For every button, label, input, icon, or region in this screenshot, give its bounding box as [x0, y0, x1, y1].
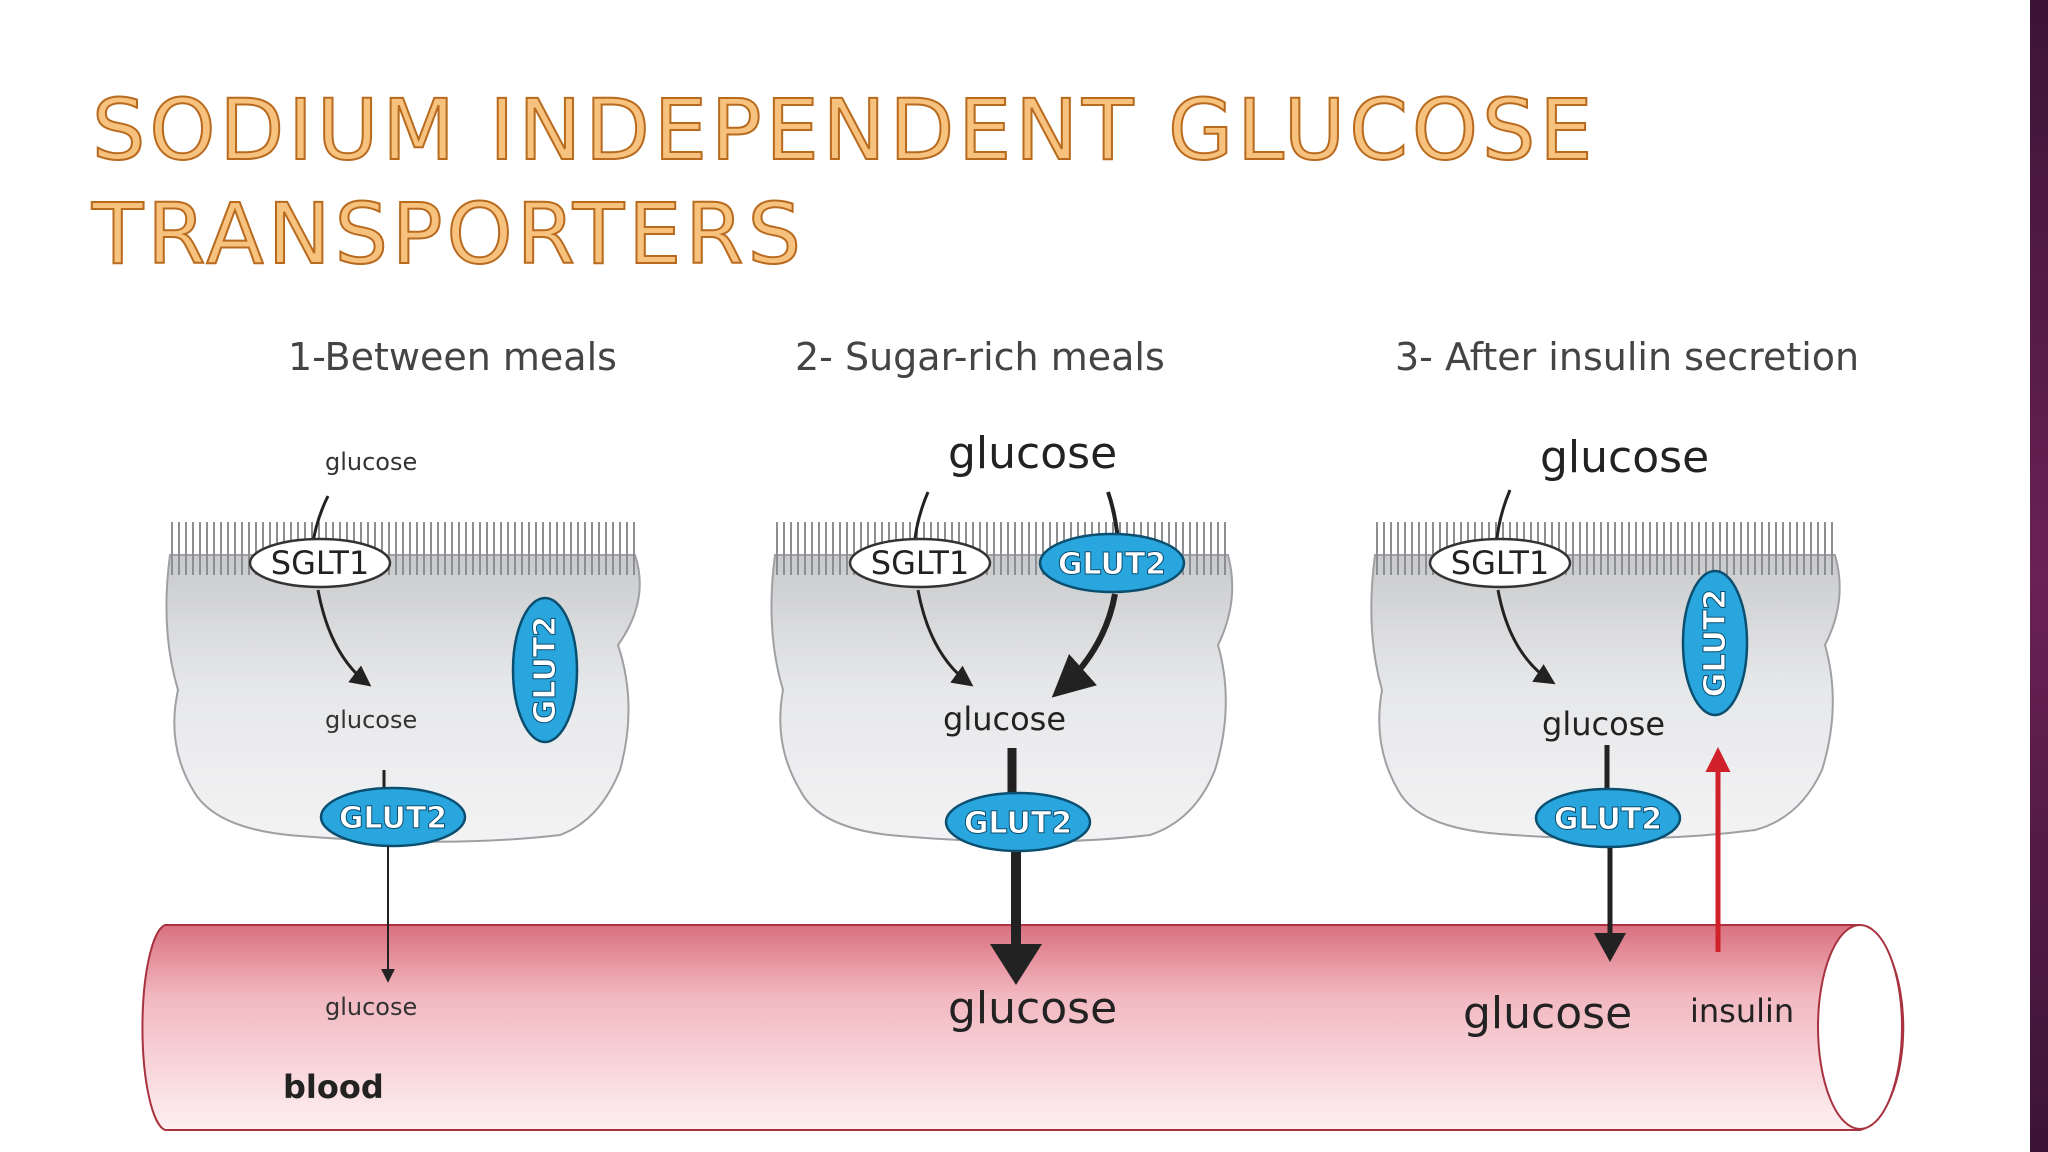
panel-2-glut2-basal-label: GLUT2 — [964, 806, 1072, 841]
panel-3-cell-glucose: glucose — [1542, 705, 1665, 743]
title-line-1: SODIUM INDEPENDENT GLUCOSE — [91, 80, 1597, 180]
panel-1-glut2-lateral: GLUT2 — [511, 596, 579, 744]
panel-2-cell-glucose: glucose — [943, 700, 1066, 738]
panel-1-blood-glucose: glucose — [325, 993, 417, 1021]
panel-3-exit-arrowhead — [1594, 933, 1626, 962]
decorative-edge-bar — [2030, 0, 2048, 1152]
blood-label: blood — [283, 1068, 384, 1106]
panel-1-lumen-glucose: glucose — [325, 448, 417, 476]
title-line-2: TRANSPORTERS — [91, 184, 805, 284]
panel-1-sglt1-transporter: SGLT1 — [248, 537, 392, 589]
panel-between-meals: 1-Between meals glucose SGLT1 glucose GL… — [165, 335, 641, 1021]
blood-vessel: blood — [141, 924, 1905, 1131]
panel-1-heading: 1-Between meals — [288, 335, 617, 379]
panel-1-microvilli — [171, 522, 635, 575]
blood-vessel-opening — [1817, 924, 1903, 1130]
panel-3-microvilli — [1376, 522, 1833, 575]
panel-3-blood-glucose: glucose — [1463, 988, 1632, 1039]
panel-3-glut2-lateral: GLUT2 — [1681, 569, 1749, 717]
panel-1-cell-glucose: glucose — [325, 706, 417, 734]
panel-3-sglt1-transporter: SGLT1 — [1428, 537, 1572, 589]
panel-2-glut2-cell-arrow — [1051, 593, 1118, 698]
panel-1-glut2-basal: GLUT2 — [319, 786, 467, 848]
panel-1-sglt1-label: SGLT1 — [271, 544, 369, 582]
slide-title: SODIUM INDEPENDENT GLUCOSE TRANSPORTERS — [91, 78, 1942, 286]
panel-3-glut2-lateral-label: GLUT2 — [1698, 589, 1733, 697]
panel-after-insulin: 3- After insulin secretion glucose SGLT1… — [1370, 335, 1859, 1039]
panel-2-exit-arrowhead — [990, 944, 1042, 985]
panel-3-sglt1-label: SGLT1 — [1451, 544, 1549, 582]
panel-3-cell-arrow — [1496, 589, 1556, 685]
panel-3-glut2-basal-label: GLUT2 — [1554, 802, 1662, 837]
panel-2-lumen-glucose: glucose — [948, 428, 1117, 479]
panel-1-glut2-basal-label: GLUT2 — [339, 801, 447, 836]
panel-2-glut2-apical-label: GLUT2 — [1058, 547, 1166, 582]
panel-1-glut2-lateral-label: GLUT2 — [528, 616, 563, 724]
panel-2-glut2-basal: GLUT2 — [944, 791, 1092, 853]
panel-3-glut2-basal: GLUT2 — [1534, 787, 1682, 849]
panel-sugar-rich-meals: 2- Sugar-rich meals glucose SGLT1 GLUT2 … — [770, 335, 1234, 1034]
panel-2-sglt1-transporter: SGLT1 — [848, 537, 992, 589]
panel-2-sglt1-label: SGLT1 — [871, 544, 969, 582]
panel-2-blood-glucose: glucose — [948, 983, 1117, 1034]
panel-3-lumen-glucose: glucose — [1540, 432, 1709, 483]
panel-3-heading: 3- After insulin secretion — [1395, 335, 1859, 379]
panel-3-insulin-label: insulin — [1690, 992, 1794, 1030]
panel-1-cell-arrow — [316, 589, 372, 687]
panel-2-glut2-apical: GLUT2 — [1038, 532, 1186, 594]
panel-2-sglt1-cell-arrow — [916, 589, 974, 687]
panel-2-heading: 2- Sugar-rich meals — [795, 335, 1165, 379]
